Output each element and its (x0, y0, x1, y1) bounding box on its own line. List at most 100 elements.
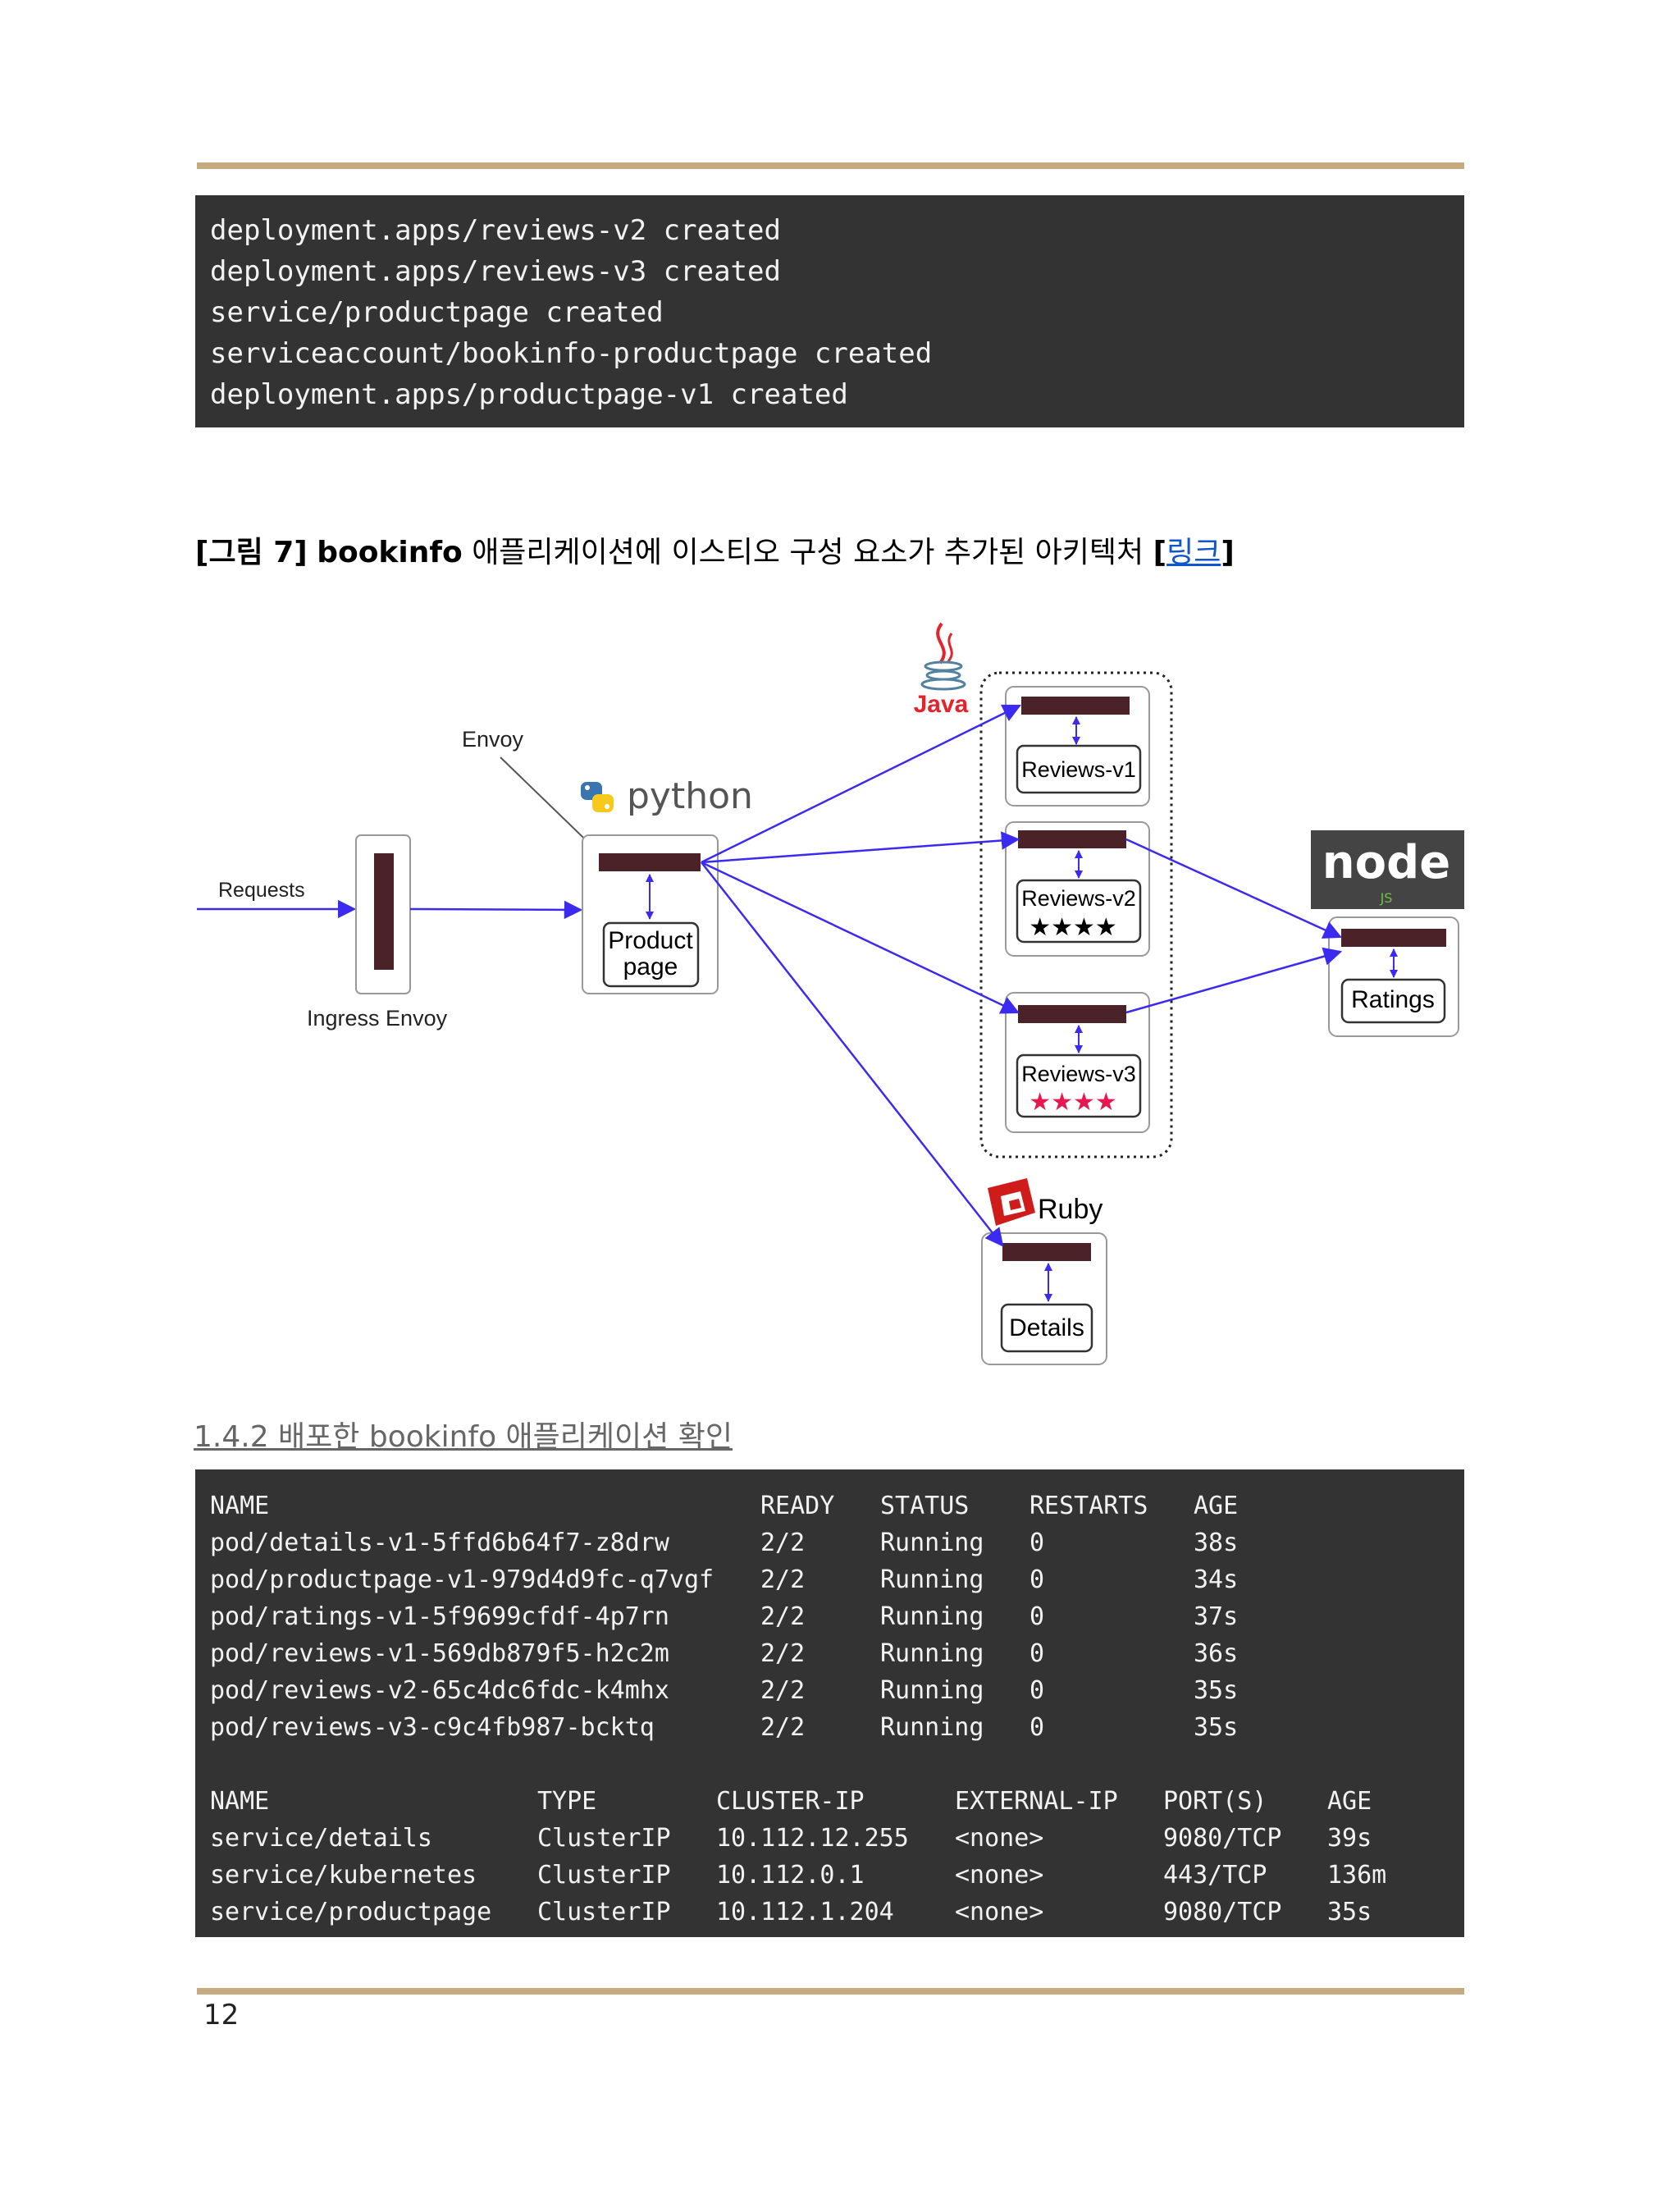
ingress-envoy-label: Ingress Envoy (307, 1006, 448, 1031)
table-row: service/productpage ClusterIP 10.112.1.2… (210, 1894, 1464, 1931)
pod-ready: 2/2 (760, 1713, 806, 1742)
service-external-ip: <none> (955, 1861, 1044, 1890)
service-type: ClusterIP (537, 1861, 671, 1890)
header-cell: STATUS (880, 1492, 970, 1520)
table-row: service/kubernetes ClusterIP 10.112.0.1 … (210, 1857, 1464, 1894)
service-cluster-ip: 10.112.12.255 (716, 1824, 909, 1853)
arrow-reviews-v2-ratings (1125, 838, 1343, 939)
productpage-label-line1: Product (608, 927, 693, 954)
services-header-row: NAME TYPE CLUSTER-IP EXTERNAL-IP PORT(S)… (210, 1783, 1464, 1820)
service-age: 35s (1327, 1898, 1372, 1926)
pod-status: Running (880, 1565, 984, 1594)
top-rule (197, 162, 1464, 169)
service-ports: 443/TCP (1163, 1861, 1267, 1890)
arrow-productpage-reviews-v2 (701, 831, 1020, 864)
service-name: service/kubernetes (210, 1861, 477, 1890)
pod-age: 36s (1194, 1639, 1239, 1668)
code-line: deployment.apps/reviews-v2 created (210, 214, 781, 247)
reviews-v2-service (1016, 879, 1142, 944)
header-cell: READY (760, 1492, 835, 1520)
reviews-v2-proxy (1018, 830, 1126, 848)
details-label: Details (1009, 1314, 1084, 1341)
kubectl-output-block: NAME READY STATUS RESTARTS AGE pod/detai… (195, 1469, 1464, 1937)
details-service (1000, 1303, 1093, 1353)
node-logo-icon (1311, 830, 1464, 909)
productpage-service (602, 921, 700, 988)
blank-line (210, 1746, 1464, 1783)
reviews-v2-black-stars: ★★★★ (1029, 913, 1117, 942)
arrow-reviews-v3-ratings (1125, 947, 1343, 1014)
reviews-v3-service (1016, 1053, 1142, 1118)
ruby-label: Ruby (1038, 1194, 1102, 1225)
pod-age: 34s (1194, 1565, 1239, 1594)
header-cell: NAME (210, 1787, 270, 1816)
caption-link-close: ] (1221, 536, 1235, 569)
pod-status: Running (880, 1602, 984, 1631)
pod-restarts: 0 (1029, 1602, 1045, 1631)
pod-ready: 2/2 (760, 1565, 806, 1594)
python-logo-icon (581, 782, 614, 812)
header-cell: EXTERNAL-IP (955, 1787, 1118, 1816)
pod-restarts: 0 (1029, 1565, 1045, 1594)
code-line: deployment.apps/reviews-v3 created (210, 255, 781, 288)
arrow-productpage-details (701, 861, 1004, 1247)
productpage-label-line2: page (623, 953, 678, 980)
envoy-label: Envoy (462, 727, 524, 752)
details-proxy (1002, 1243, 1091, 1261)
caption-link-open: [ (1153, 536, 1167, 569)
reviews-v1-service (1016, 744, 1142, 794)
node-logo-text: node (1322, 836, 1450, 889)
service-ports: 9080/TCP (1163, 1824, 1282, 1853)
code-line: service/productpage created (210, 296, 664, 329)
code-line: deployment.apps/productpage-v1 created (210, 378, 848, 411)
service-type: ClusterIP (537, 1824, 671, 1853)
service-name: service/details (210, 1824, 432, 1853)
pod-restarts: 0 (1029, 1639, 1045, 1668)
ruby-logo-icon (988, 1178, 1035, 1226)
bottom-rule (197, 1988, 1464, 1995)
header-cell: PORT(S) (1163, 1787, 1267, 1816)
table-row: pod/productpage-v1-979d4d9fc-q7vgf 2/2 R… (210, 1561, 1464, 1598)
reviews-group (979, 671, 1173, 1158)
section-heading: 1.4.2 배포한 bookinfo 애플리케이션 확인 (194, 1420, 733, 1454)
reviews-v3-label: Reviews-v3 (1021, 1062, 1136, 1086)
arrow-productpage-reviews-v3 (701, 861, 1020, 1014)
pod-ready: 2/2 (760, 1602, 806, 1631)
java-label: Java (914, 691, 969, 718)
code-line: serviceaccount/bookinfo-productpage crea… (210, 337, 933, 370)
pod-name: pod/productpage-v1-979d4d9fc-q7vgf (210, 1565, 714, 1594)
pod-ready: 2/2 (760, 1676, 806, 1705)
pod-age: 38s (1194, 1529, 1239, 1557)
caption-prefix: [그림 7] (195, 536, 308, 569)
header-cell: RESTARTS (1029, 1492, 1148, 1520)
reviews-v2-label: Reviews-v2 (1021, 886, 1136, 911)
ratings-service (1340, 978, 1446, 1024)
pod-age: 35s (1194, 1676, 1239, 1705)
header-cell: NAME (210, 1492, 270, 1520)
requests-label: Requests (218, 879, 305, 902)
figure-caption: [그림 7] bookinfo 애플리케이션에 이스티오 구성 요소가 추가된 … (195, 533, 1235, 573)
ingress-to-productpage-arrow (409, 900, 583, 920)
caption-link[interactable]: 링크 (1166, 536, 1221, 569)
pod-name: pod/ratings-v1-5f9699cfdf-4p7rn (210, 1602, 669, 1631)
pod-age: 35s (1194, 1713, 1239, 1742)
ratings-proxy (1341, 929, 1446, 947)
header-cell: AGE (1194, 1492, 1239, 1520)
pod-name: pod/details-v1-5ffd6b64f7-z8drw (210, 1529, 669, 1557)
reviews-v3-proxy (1018, 1005, 1126, 1023)
table-row: pod/reviews-v2-65c4dc6fdc-k4mhx 2/2 Runn… (210, 1672, 1464, 1709)
service-cluster-ip: 10.112.1.204 (716, 1898, 894, 1926)
pod-ready: 2/2 (760, 1529, 806, 1557)
service-age: 136m (1327, 1861, 1387, 1890)
table-row: service/details ClusterIP 10.112.12.255 … (210, 1820, 1464, 1857)
caption-app-name: bookinfo (317, 536, 463, 569)
table-row: pod/ratings-v1-5f9699cfdf-4p7rn 2/2 Runn… (210, 1598, 1464, 1635)
pod-restarts: 0 (1029, 1676, 1045, 1705)
pod-age: 37s (1194, 1602, 1239, 1631)
service-age: 39s (1327, 1824, 1372, 1853)
pod-name: pod/reviews-v2-65c4dc6fdc-k4mhx (210, 1676, 669, 1705)
reviews-v3-red-stars: ★★★★ (1029, 1088, 1117, 1117)
service-type: ClusterIP (537, 1898, 671, 1926)
pods-header-row: NAME READY STATUS RESTARTS AGE (210, 1488, 1464, 1524)
python-label: python (627, 775, 753, 817)
